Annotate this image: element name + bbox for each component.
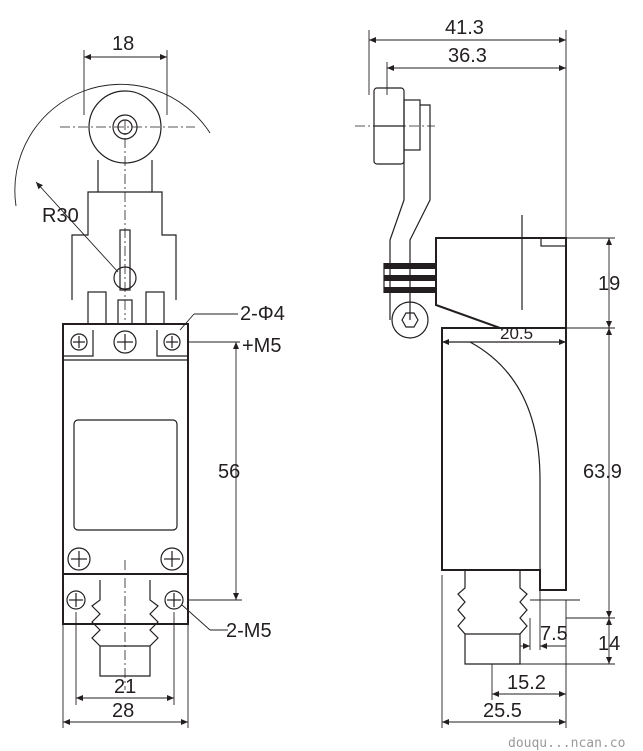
switch-body [62,323,189,625]
bottom-screws [66,547,184,610]
dim-plunger-height-label: 14 [598,633,620,655]
dim-holes-top-label: 2-Φ4 [240,303,285,325]
dim-width-bottom-outer-label: 28 [112,700,134,722]
head-side [435,215,567,329]
lever-side [383,104,436,339]
dim-thread-top-label: +M5 [242,335,281,357]
front-view: R30 [14,33,285,728]
roller-side [355,87,435,165]
roller [60,90,195,164]
dim-total-width-label: 41.3 [445,17,484,39]
body-side [441,327,567,591]
dim-base-outer-label: 25.5 [483,700,522,722]
side-view: 41.3 36.3 19 20.5 63.9 7.5 14 15.2 [355,17,622,728]
dim-plunger-offset-label: 7.5 [540,623,568,645]
boot-side [457,570,528,665]
dim-width-top-label: 18 [112,33,134,55]
dim-holes-bottom-label: 2-M5 [226,620,272,642]
top-holes [63,330,188,357]
dim-head-depth-label: 20.5 [500,324,533,343]
watermark: douqu...ncan.co [508,736,625,751]
dim-radius-label: R30 [42,205,79,227]
dim-base-inner-label: 15.2 [507,672,546,694]
swing-arc [14,83,211,207]
dim-head-height-label: 19 [598,273,620,295]
lever-arm [71,120,177,320]
dim-height-label: 56 [218,461,240,483]
dim-lever-width-label: 36.3 [448,45,487,67]
dim-width-bottom-inner-label: 21 [114,676,136,698]
cable-boot [91,560,159,690]
dim-body-height-label: 63.9 [583,461,622,483]
